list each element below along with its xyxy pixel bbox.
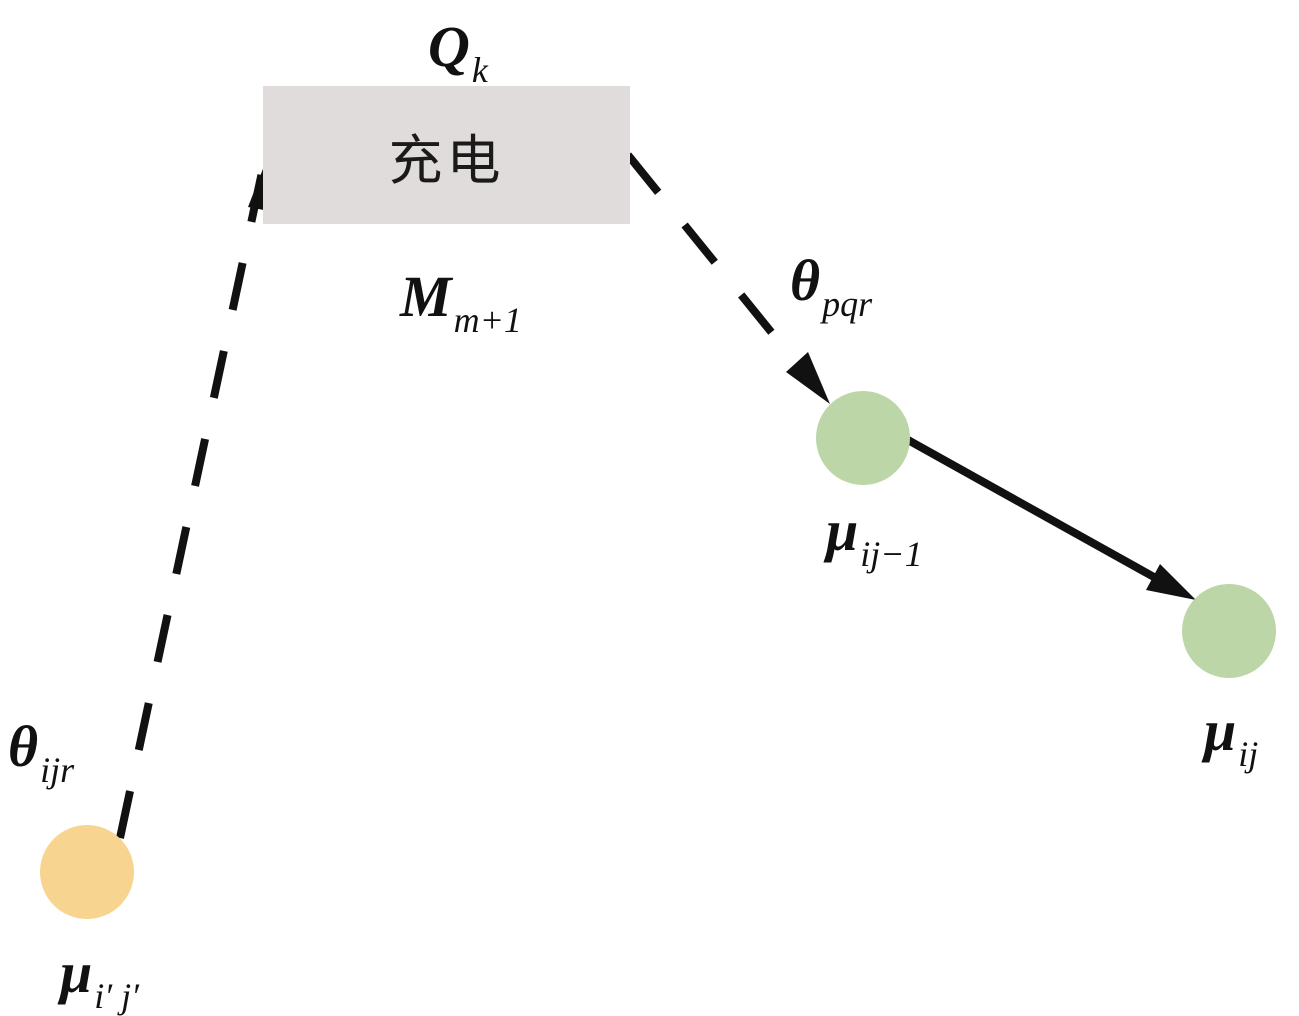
label-mu-ipjp-main: μ xyxy=(60,940,93,1005)
label-q-k-main: Q xyxy=(428,14,470,79)
dashed-arrow-to-charger xyxy=(116,171,266,839)
label-theta-ijr: θijr xyxy=(8,718,74,789)
label-mu-ij-1-main: μ xyxy=(826,498,859,563)
label-mu-ipjp-sub: i′ j′ xyxy=(94,976,140,1016)
start-node xyxy=(40,825,134,919)
label-q-k: Qk xyxy=(428,18,488,89)
arrowhead-from-charger xyxy=(786,352,830,404)
label-m-m1-main: M xyxy=(400,264,452,329)
charging-station-label: 充电 xyxy=(388,128,505,192)
label-mu-ij-1: μij−1 xyxy=(826,502,923,573)
label-theta-pqr-sub: pqr xyxy=(822,284,873,324)
end-node xyxy=(1182,584,1276,678)
label-theta-ijr-main: θ xyxy=(8,714,39,779)
label-m-m1: Mm+1 xyxy=(400,268,522,339)
mid-node xyxy=(816,391,910,485)
arrowhead-mid-to-end xyxy=(1146,564,1196,600)
label-m-m1-sub: m+1 xyxy=(453,300,522,340)
label-mu-ij-main: μ xyxy=(1204,698,1237,763)
label-mu-ij: μij xyxy=(1204,702,1258,773)
label-theta-ijr-sub: ijr xyxy=(40,750,75,790)
label-theta-pqr: θpqr xyxy=(790,252,872,323)
label-mu-ij-sub: ij xyxy=(1238,734,1259,774)
label-q-k-sub: k xyxy=(471,50,488,90)
charging-station-box: 充电 xyxy=(263,86,630,224)
label-mu-ij-1-sub: ij−1 xyxy=(860,534,923,574)
solid-arrow-mid-to-end xyxy=(906,436,1172,590)
dashed-arrow-from-charger xyxy=(624,152,814,383)
label-theta-pqr-main: θ xyxy=(790,248,821,313)
label-mu-ipjp: μi′ j′ xyxy=(60,944,139,1015)
